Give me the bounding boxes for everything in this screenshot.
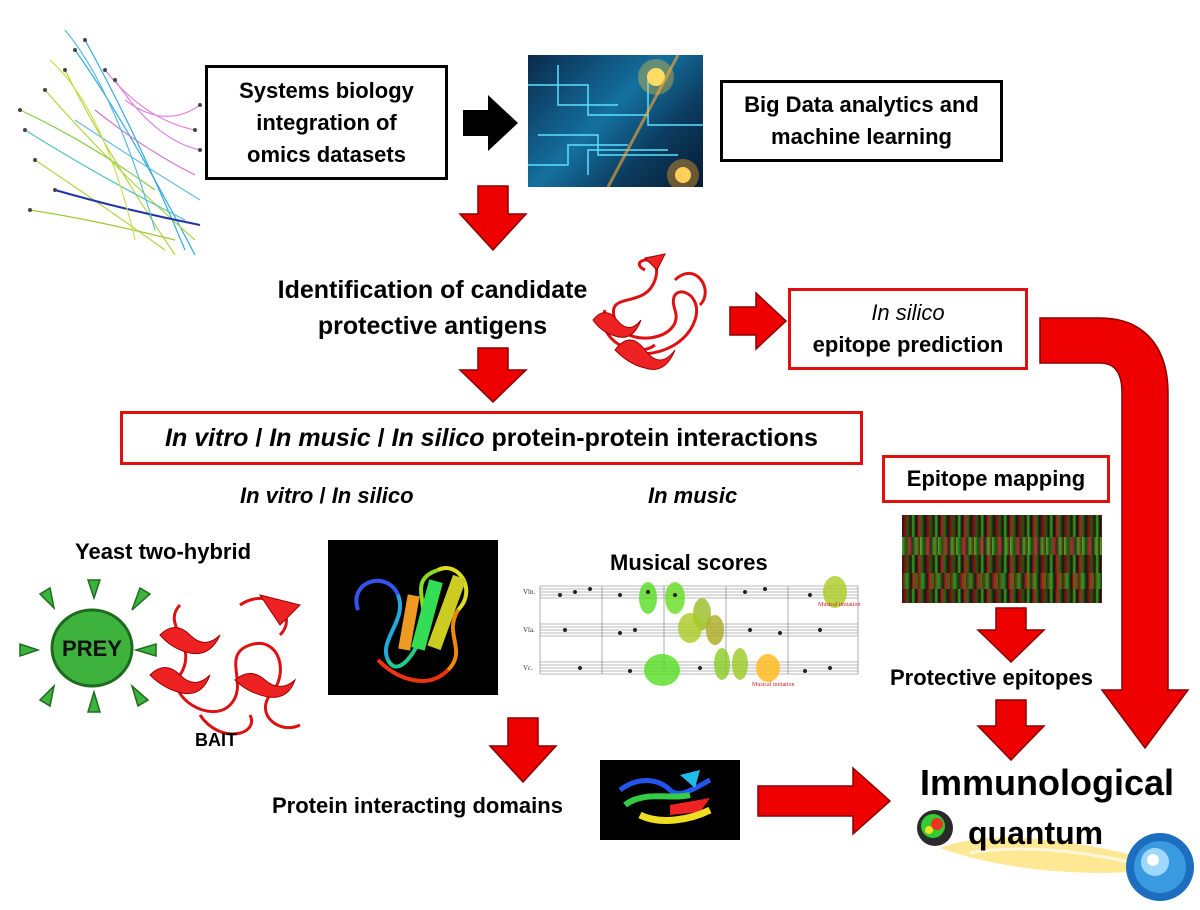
bait-protein-icon [149, 594, 301, 736]
prey-text: PREY [62, 636, 122, 661]
red-arrow-down-3 [976, 607, 1046, 664]
svg-text:Musical imitation: Musical imitation [752, 682, 795, 688]
big-data-text: Big Data analytics and machine learning [744, 92, 979, 149]
identification-label: Identification of candidate protective a… [277, 276, 588, 340]
curved-red-arrow [1039, 317, 1190, 750]
heatmap-image [902, 515, 1102, 603]
bait-label: BAIT [195, 730, 237, 750]
in-vitro-in-silico-label: In vitro / In silico [240, 483, 414, 508]
circuit-image [528, 55, 703, 187]
yeast-two-hybrid-label: Yeast two-hybrid [75, 539, 252, 564]
red-arrow-down-2 [458, 347, 528, 404]
black-arrow-right [463, 95, 518, 151]
big-data-box: Big Data analytics and machine learning [720, 80, 1003, 162]
systems-biology-box: Systems biology integration of omics dat… [205, 65, 448, 180]
protein-ribbon-icon [592, 253, 707, 370]
orb-icon [917, 810, 953, 846]
domains-image [600, 760, 740, 840]
protein-interacting-domains-label: Protein interacting domains [272, 793, 563, 818]
rainbow-protein-image [328, 540, 498, 695]
epitope-mapping-box: Epitope mapping [882, 455, 1110, 503]
red-arrow-right-2 [757, 766, 892, 836]
quantum-label: quantum [968, 815, 1104, 851]
svg-text:Vla.: Vla. [523, 626, 535, 634]
red-arrow-down-4 [976, 699, 1046, 762]
red-arrow-down-5 [488, 717, 558, 784]
network-graph-image [18, 29, 202, 256]
musical-score: Vln. Vla. Vc. Musical imitation Musical … [523, 576, 861, 688]
svg-text:Musical imitation: Musical imitation [818, 602, 861, 608]
immunological-label: Immunological [920, 762, 1175, 803]
prey-icon: PREY [19, 579, 157, 713]
red-arrow-right-1 [729, 291, 788, 351]
systems-biology-text: Systems biology integration of omics dat… [239, 77, 414, 167]
protective-epitopes-label: Protective epitopes [890, 665, 1093, 690]
in-music-label: In music [648, 483, 738, 508]
epitope-prediction-text: epitope prediction [812, 332, 1004, 357]
musical-scores-label: Musical scores [610, 550, 768, 575]
svg-text:Vln.: Vln. [523, 588, 536, 596]
ppi-box: In vitro / In music / In silico protein-… [120, 411, 863, 465]
blue-orb-icon [1126, 833, 1194, 901]
in-silico-text: In silico [871, 300, 945, 325]
svg-text:Vc.: Vc. [523, 664, 533, 672]
epitope-prediction-box: In silico epitope prediction [788, 288, 1028, 370]
red-arrow-down-1 [458, 185, 528, 252]
